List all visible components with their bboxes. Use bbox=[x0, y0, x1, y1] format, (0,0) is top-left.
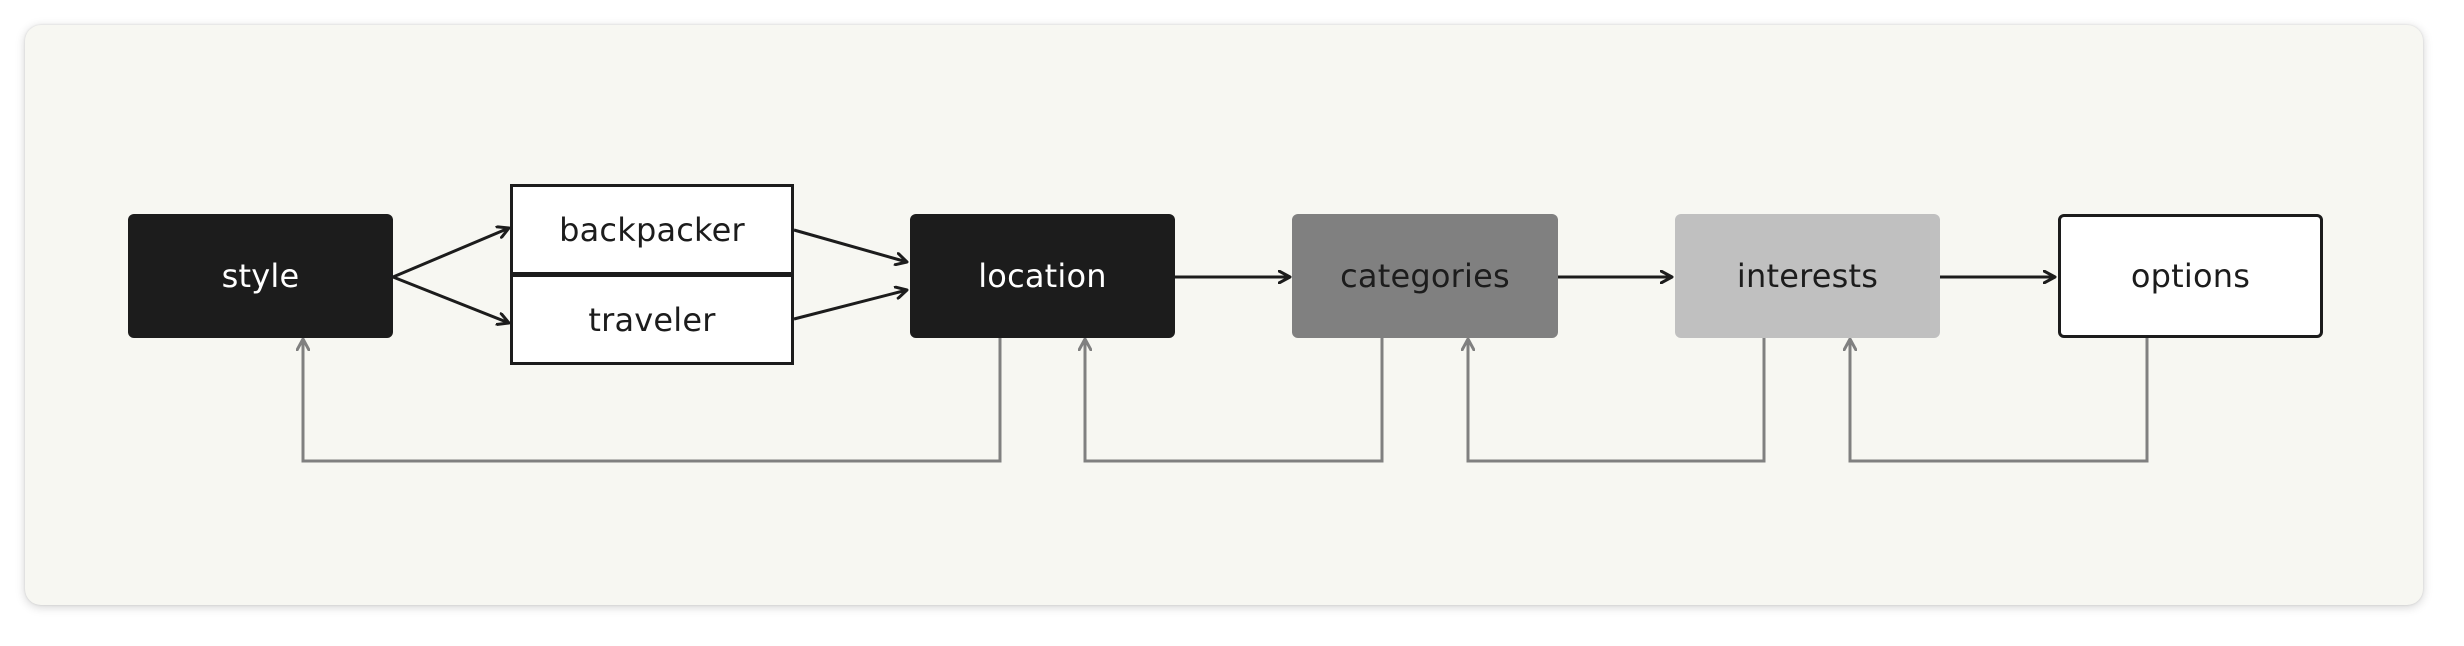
arrow-backpacker-to-location bbox=[793, 228, 907, 262]
arrow-style-to-backpacker bbox=[392, 228, 509, 279]
diagram-card bbox=[25, 25, 2423, 605]
arrow-traveler-to-location bbox=[793, 290, 907, 321]
back-arrow-location-to-style bbox=[303, 337, 1002, 463]
node-options[interactable]: options bbox=[2058, 214, 2323, 338]
node-backpacker[interactable]: backpacker bbox=[510, 184, 794, 275]
node-traveler[interactable]: traveler bbox=[510, 274, 794, 365]
back-arrow-categories-to-location bbox=[1085, 337, 1384, 463]
node-style[interactable]: style bbox=[128, 214, 393, 338]
node-interests[interactable]: interests bbox=[1675, 214, 1940, 338]
node-location[interactable]: location bbox=[910, 214, 1175, 338]
node-categories[interactable]: categories bbox=[1292, 214, 1558, 338]
back-arrow-interests-to-categories bbox=[1468, 337, 1766, 463]
arrow-style-to-traveler bbox=[392, 275, 509, 323]
back-arrow-options-to-interests bbox=[1850, 337, 2149, 463]
